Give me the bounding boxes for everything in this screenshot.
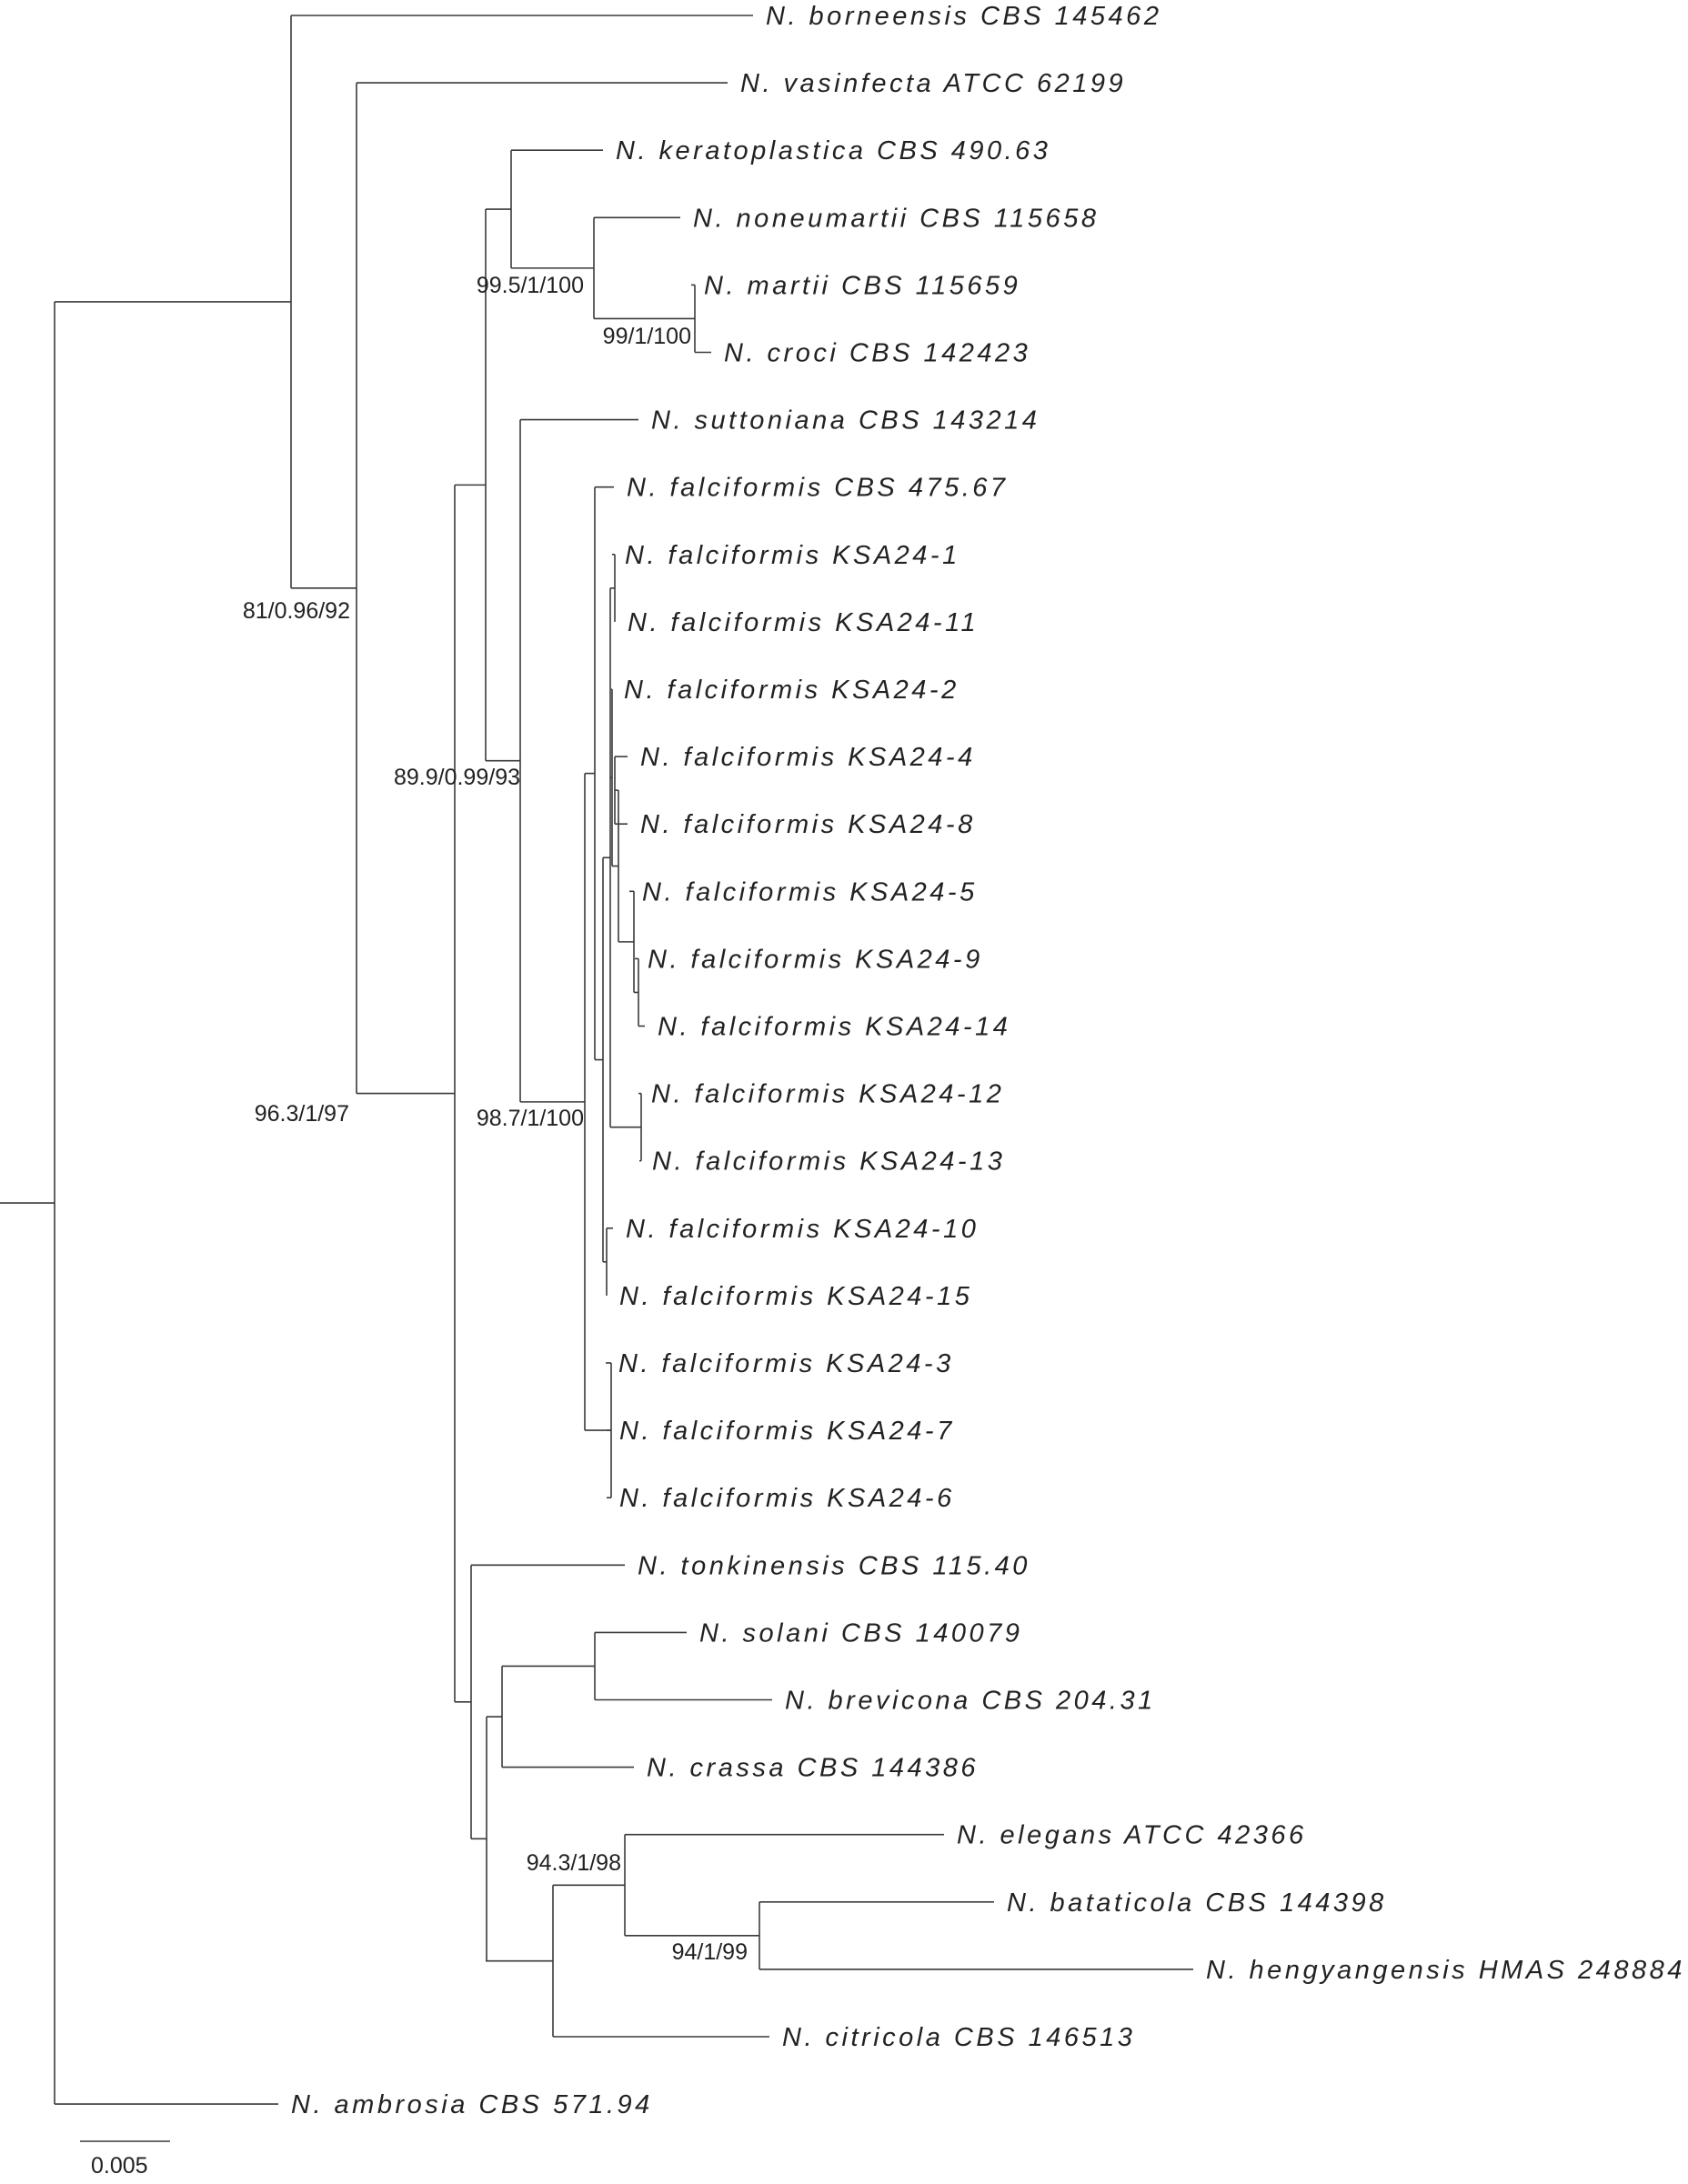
taxon-label: N. citricola CBS 146513	[782, 2023, 1135, 2052]
taxon-label: N. falciformis KSA24-1	[625, 541, 960, 570]
support-value: 98.7/1/100	[477, 1106, 584, 1131]
taxon-label: N. falciformis KSA24-12	[651, 1080, 1004, 1109]
taxon-label: N. borneensis CBS 145462	[766, 2, 1161, 31]
taxon-label: N. falciformis KSA24-6	[619, 1484, 955, 1513]
support-value: 99/1/100	[603, 324, 691, 349]
taxon-label: N. falciformis KSA24-13	[652, 1147, 1005, 1177]
support-value: 94/1/99	[672, 1939, 748, 1965]
taxon-label: N. falciformis KSA24-15	[619, 1282, 972, 1311]
taxon-label: N. keratoplastica CBS 490.63	[616, 136, 1050, 165]
taxon-label: N. bataticola CBS 144398	[1007, 1888, 1387, 1918]
tree-labels: N. borneensis CBS 145462 N. vasinfecta AT…	[243, 2, 1685, 2119]
taxon-label: N. falciformis KSA24-9	[648, 945, 983, 974]
tree-branches	[0, 15, 1193, 2105]
taxon-label: N. brevicona CBS 204.31	[785, 1687, 1156, 1716]
taxon-label: N. falciformis KSA24-3	[618, 1349, 954, 1378]
taxon-label: N. falciformis KSA24-8	[640, 810, 976, 839]
taxon-label: N. crassa CBS 144386	[647, 1754, 979, 1783]
taxon-label: N. vasinfecta ATCC 62199	[740, 69, 1126, 98]
taxon-label: N. solani CBS 140079	[699, 1618, 1022, 1648]
support-value: 89.9/0.99/93	[394, 765, 520, 790]
taxon-label: N. tonkinensis CBS 115.40	[638, 1551, 1030, 1580]
support-value: 99.5/1/100	[477, 273, 584, 298]
taxon-label: N. falciformis KSA24-14	[658, 1013, 1010, 1042]
taxon-label: N. falciformis KSA24-2	[624, 676, 960, 705]
taxon-label: N. elegans ATCC 42366	[957, 1821, 1307, 1850]
taxon-label: N. falciformis CBS 475.67	[627, 474, 1009, 503]
support-value: 94.3/1/98	[527, 1850, 621, 1876]
scale-bar-label: 0.005	[91, 2153, 148, 2179]
taxon-label: N. falciformis KSA24-10	[626, 1215, 979, 1244]
taxon-label: N. falciformis KSA24-5	[642, 877, 978, 907]
scale-bar: 0.005	[80, 2140, 170, 2179]
support-value: 96.3/1/97	[255, 1101, 349, 1127]
taxon-label: N. falciformis KSA24-11	[628, 608, 979, 637]
taxon-label: N. falciformis KSA24-4	[640, 743, 976, 772]
taxon-label: N. falciformis KSA24-7	[619, 1417, 955, 1446]
taxon-label: N. hengyangensis HMAS 248884	[1206, 1956, 1685, 1985]
taxon-label: N. martii CBS 115659	[704, 271, 1020, 300]
taxon-label: N. croci CBS 142423	[724, 339, 1030, 368]
support-value: 81/0.96/92	[243, 598, 350, 624]
taxon-label: N. suttoniana CBS 143214	[651, 406, 1040, 436]
taxon-label: N. noneumartii CBS 115658	[693, 204, 1099, 233]
taxon-label: N. ambrosia CBS 571.94	[291, 2090, 653, 2119]
